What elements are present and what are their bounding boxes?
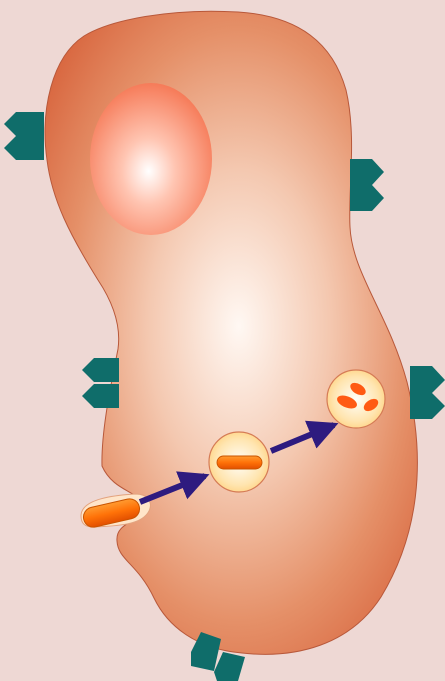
digestive-vesicle xyxy=(327,370,385,428)
receptor-right-lower xyxy=(410,366,445,419)
nucleus xyxy=(90,83,212,235)
cell-body xyxy=(45,11,417,654)
receptor-left-top xyxy=(4,112,44,160)
bacterium-phagosome xyxy=(217,456,262,469)
phagosome-vesicle xyxy=(209,432,269,492)
receptor-right-upper xyxy=(350,159,384,211)
